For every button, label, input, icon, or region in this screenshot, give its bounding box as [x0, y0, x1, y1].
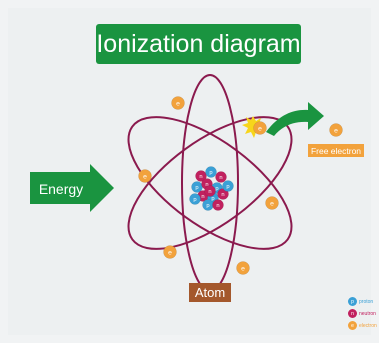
- neutron-icon: n: [348, 309, 357, 318]
- electrons: e e e e e e e: [138, 96, 343, 275]
- neutron: n: [204, 185, 216, 197]
- legend-label: proton: [359, 298, 374, 305]
- legend-label: electron: [359, 322, 377, 329]
- legend: p proton n neutron e electron: [348, 296, 377, 332]
- electron: e: [265, 196, 279, 210]
- orbit-3: [127, 116, 293, 250]
- legend-label: neutron: [359, 310, 376, 317]
- svg-text:e: e: [270, 200, 274, 207]
- free-electron-label: Free electron: [308, 144, 364, 157]
- proton-icon: p: [348, 297, 357, 306]
- svg-text:p: p: [193, 197, 196, 203]
- svg-text:e: e: [168, 249, 172, 256]
- energy-label: Energy: [39, 181, 83, 197]
- svg-text:p: p: [226, 184, 229, 190]
- neutron: n: [217, 188, 229, 200]
- ejected-electron: e: [253, 121, 267, 135]
- electron-icon: e: [348, 321, 357, 330]
- svg-text:e: e: [241, 265, 245, 272]
- electron: e: [171, 96, 185, 110]
- free-electron: e: [329, 123, 343, 137]
- proton: p: [205, 166, 217, 178]
- svg-text:e: e: [176, 100, 180, 107]
- proton: p: [189, 193, 201, 205]
- svg-text:n: n: [216, 203, 219, 209]
- svg-text:e: e: [334, 127, 338, 134]
- svg-text:p: p: [195, 185, 198, 191]
- svg-text:n: n: [219, 175, 222, 181]
- svg-text:n: n: [208, 189, 211, 195]
- svg-text:e: e: [143, 173, 147, 180]
- proton: p: [222, 180, 234, 192]
- legend-item-neutron: n neutron: [348, 308, 377, 319]
- neutron: n: [212, 199, 224, 211]
- proton: p: [202, 199, 214, 211]
- electron: e: [163, 245, 177, 259]
- neutron: n: [195, 170, 207, 182]
- energy-arrow: Energy: [30, 164, 114, 212]
- electron: e: [236, 261, 250, 275]
- svg-text:e: e: [258, 125, 262, 132]
- neutron: n: [215, 171, 227, 183]
- legend-item-electron: e electron: [348, 320, 377, 331]
- page-title: Ionization diagram: [96, 29, 301, 58]
- svg-text:n: n: [205, 182, 208, 188]
- title-banner: Ionization diagram: [96, 24, 301, 64]
- svg-text:n: n: [221, 192, 224, 198]
- svg-text:p: p: [215, 186, 218, 192]
- ejection-arrow: [266, 102, 324, 136]
- svg-text:p: p: [209, 170, 212, 176]
- atom-label: Atom: [189, 283, 231, 302]
- svg-text:p: p: [206, 203, 209, 209]
- svg-text:n: n: [201, 194, 204, 200]
- svg-text:p: p: [211, 196, 214, 202]
- orbits: [127, 74, 293, 292]
- legend-item-proton: p proton: [348, 296, 377, 307]
- electron: e: [138, 169, 152, 183]
- orbit-2: [127, 116, 293, 250]
- svg-text:n: n: [199, 174, 202, 180]
